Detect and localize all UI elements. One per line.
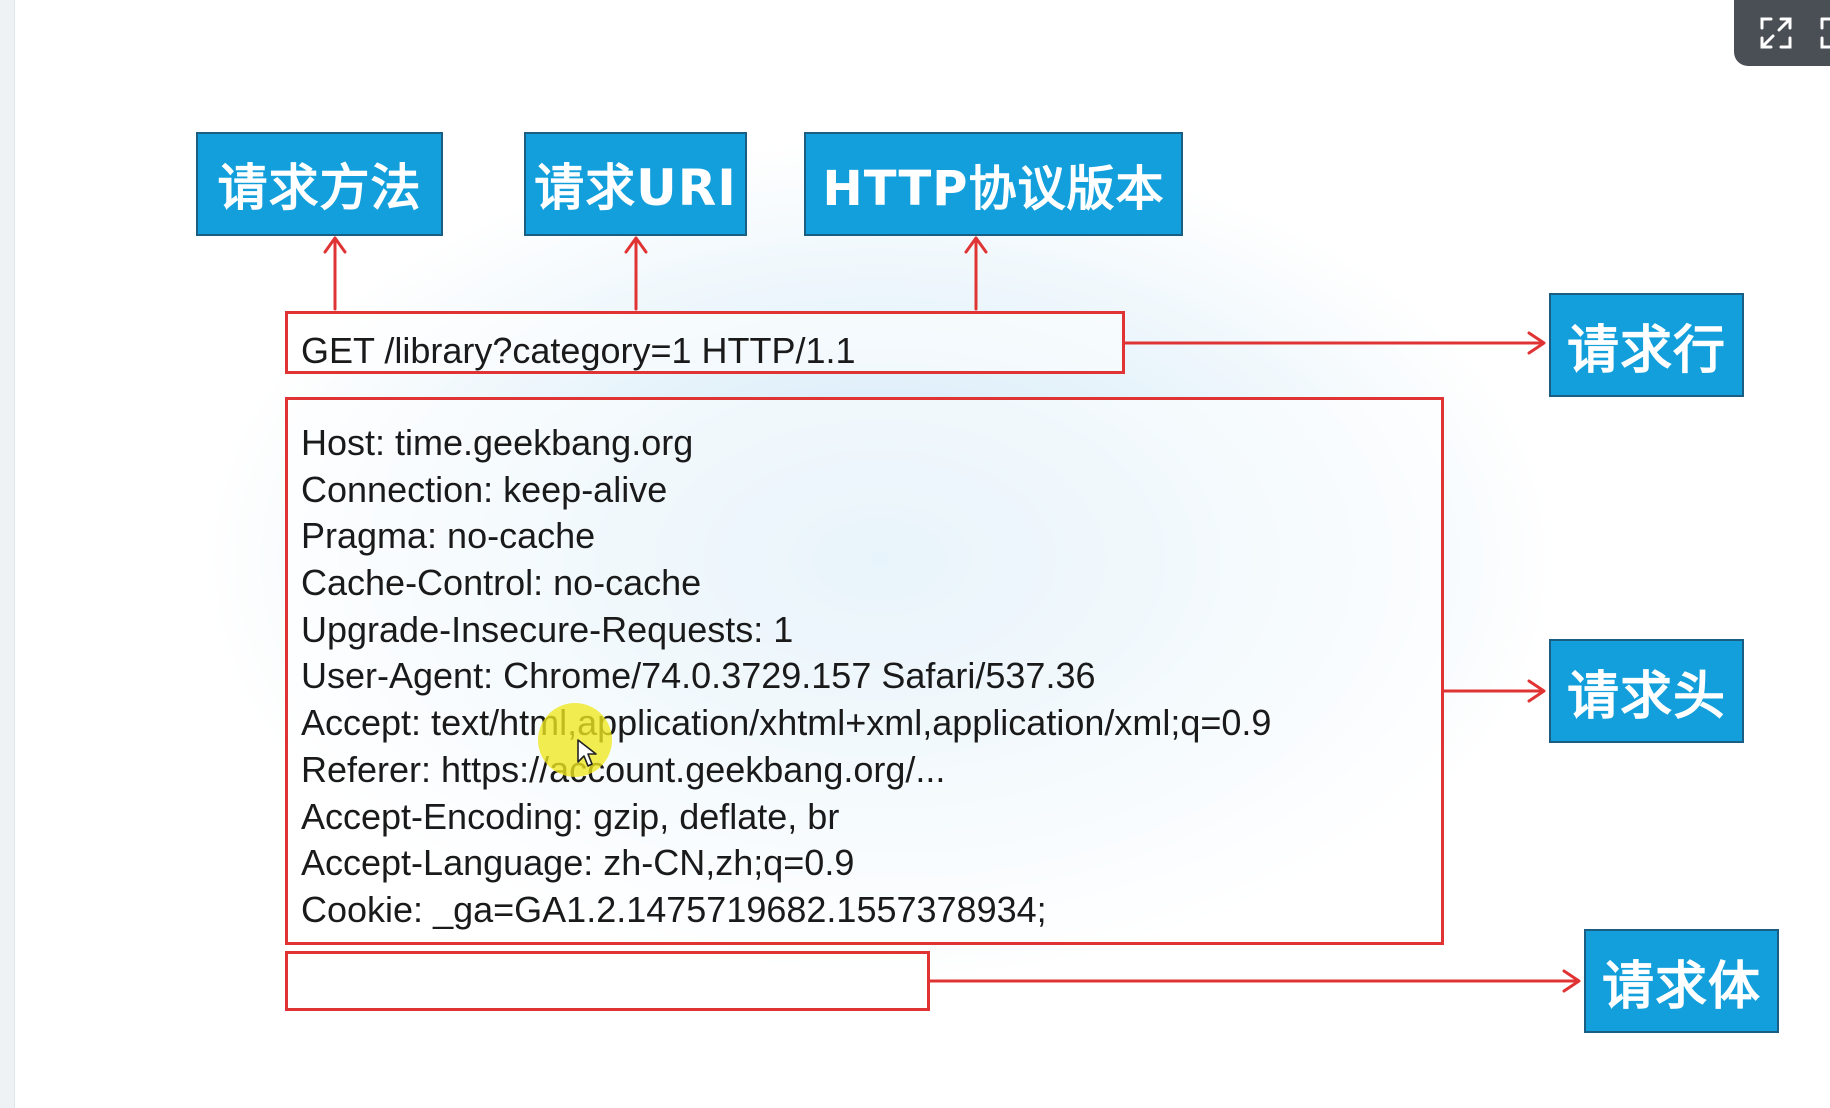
left-edge-strip — [0, 0, 15, 1108]
header-line: Host: time.geekbang.org — [301, 422, 694, 463]
header-line: Accept-Language: zh-CN,zh;q=0.9 — [301, 842, 855, 884]
request-headers-frame — [285, 397, 1444, 945]
header-line: Pragma: no-cache — [301, 515, 596, 557]
arrowhead-method — [323, 236, 347, 254]
expand-icon[interactable] — [1758, 15, 1794, 51]
request-line-label: 请求行 — [1549, 293, 1744, 397]
mouse-pointer-icon — [577, 739, 597, 767]
request-body-label: 请求体 — [1584, 929, 1779, 1033]
header-line: Upgrade-Insecure-Requests: 1 — [301, 608, 794, 650]
header-line: Referer: https://account.geekbang.org/..… — [301, 748, 946, 790]
header-line: User-Agent: Chrome/74.0.3729.157 Safari/… — [301, 655, 1096, 697]
http-version-label: HTTP协议版本 — [804, 132, 1183, 236]
header-line: Cache-Control: no-cache — [301, 562, 702, 604]
cursor-highlight — [538, 703, 612, 777]
header-line: Cookie: _ga=GA1.2.1475719682.1557378934; — [301, 888, 1047, 930]
arrowhead-request-line — [1527, 331, 1546, 355]
header-line: Accept-Encoding: gzip, deflate, br — [301, 795, 840, 837]
request-uri-label: 请求URI — [524, 132, 747, 236]
fullscreen-control[interactable] — [1734, 0, 1830, 66]
header-line: Connection: keep-alive — [301, 468, 668, 510]
partial-icon[interactable] — [1820, 15, 1830, 51]
arrowhead-request-headers — [1527, 679, 1546, 703]
header-lines-block: Host: time.geekbang.org Connection: keep… — [301, 420, 1271, 934]
header-line: Accept: text/html,application/xhtml+xml,… — [301, 702, 1272, 744]
request-line-text: GET /library?category=1 HTTP/1.1 — [301, 330, 856, 371]
arrowhead-version — [964, 236, 988, 254]
request-body-frame — [285, 951, 930, 1011]
arrowhead-uri — [624, 236, 648, 254]
arrowhead-request-body — [1562, 969, 1581, 993]
request-headers-label: 请求头 — [1549, 639, 1744, 743]
request-method-label: 请求方法 — [196, 132, 443, 236]
request-line-frame — [285, 311, 1125, 374]
